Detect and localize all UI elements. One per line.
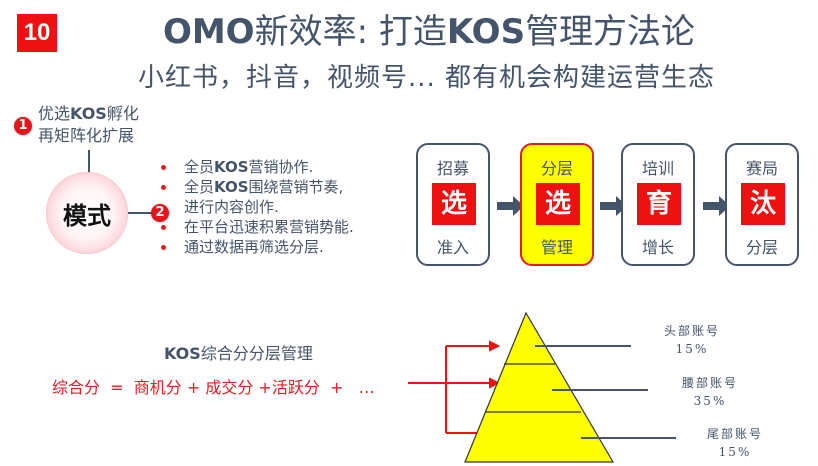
title-part: KOS: [446, 12, 526, 52]
tier-pct: 15%: [718, 445, 752, 459]
text: 进行内容创作.: [184, 198, 279, 216]
step-key-char: 选: [432, 183, 476, 225]
tier-pct: 35%: [693, 394, 727, 408]
tier-name: 腰部账号: [682, 376, 739, 390]
step-top-label: 培训: [641, 159, 674, 178]
page-subtitle: 小红书，抖音，视频号... 都有机会构建运营生态: [138, 63, 716, 93]
flow-step-training: 培训 育 增长: [621, 143, 695, 266]
branch2-bullet-list: 全员KOS营销协作. 全员KOS围绕营销节奏, 进行内容创作. 在平台迅速积累营…: [158, 157, 354, 257]
text: 营销协作.: [248, 158, 314, 176]
arrow-right-icon: [703, 196, 730, 216]
step-key-char: 汰: [741, 183, 785, 225]
bullet-item: 全员KOS围绕营销节奏,: [158, 177, 354, 197]
text: 围绕营销节奏,: [248, 178, 344, 196]
branch1-text: 优选KOS孵化 再矩阵化扩展: [38, 103, 139, 147]
bullet-dot-icon: [161, 245, 166, 250]
pyramid-diagram: [408, 311, 676, 463]
text: 再矩阵化扩展: [38, 126, 135, 145]
step-bottom-label: 分层: [745, 238, 778, 257]
step-top-label: 招募: [436, 159, 469, 178]
text: 孵化: [106, 104, 139, 123]
red-connector-arrows: [408, 340, 501, 439]
bullet-item: 全员KOS营销协作.: [158, 157, 354, 177]
title-part: 新效率: 打造: [254, 12, 447, 52]
bullet-item-continuation: 进行内容创作.: [158, 197, 354, 217]
flow-step-recruit: 招募 选 准入: [416, 143, 490, 266]
bullet-dot-icon: [161, 185, 166, 190]
title-part: 管理方法论: [525, 12, 696, 52]
text: KOS: [214, 158, 249, 176]
bullet-dot-icon: [161, 165, 166, 170]
scoring-title: KOS综合分分层管理: [164, 340, 313, 364]
text: 综合分分层管理: [200, 344, 313, 363]
connector-line: [128, 212, 152, 214]
mode-label: 模式: [63, 201, 111, 230]
step-bottom-label: 管理: [540, 238, 573, 257]
text: 在平台迅速积累营销势能.: [184, 218, 354, 236]
text: 通过数据再筛选分层.: [184, 238, 324, 256]
arrow-right-icon: [497, 196, 524, 216]
tier-label-waist: 腰部账号 35%: [682, 374, 738, 410]
step-top-label: 赛局: [745, 159, 778, 178]
text: KOS: [70, 104, 107, 123]
step-key-char: 选: [536, 183, 580, 225]
text: 全员: [184, 158, 215, 176]
step-badge-2: 2: [151, 204, 169, 222]
connector-line: [88, 150, 90, 176]
bullet-item: 通过数据再筛选分层.: [158, 237, 354, 257]
arrow-right-icon: [600, 196, 627, 216]
step-badge-1: 1: [14, 117, 32, 135]
text: KOS: [164, 344, 201, 363]
tier-label-tail: 尾部账号 15%: [707, 425, 763, 461]
step-bottom-label: 准入: [436, 238, 469, 257]
step-bottom-label: 增长: [641, 238, 674, 257]
text: KOS: [214, 178, 249, 196]
text: 优选: [38, 104, 71, 123]
step-top-label: 分层: [540, 159, 573, 178]
flow-step-elimination: 赛局 汰 分层: [725, 143, 799, 266]
tier-name: 尾部账号: [707, 427, 764, 441]
scoring-formula: 综合分 = 商机分 + 成交分 +活跃分 + …: [52, 378, 375, 397]
text: 全员: [184, 178, 215, 196]
bullet-item: 在平台迅速积累营销势能.: [158, 217, 354, 237]
pyramid-shape: [464, 311, 615, 463]
bullet-dot-icon: [161, 225, 166, 230]
tier-label-head: 头部账号 15%: [664, 322, 720, 358]
tier-pct: 15%: [675, 342, 709, 356]
page-title: OMO新效率: 打造KOS管理方法论: [0, 4, 818, 53]
step-key-char: 育: [637, 183, 681, 225]
flow-step-tiering: 分层 选 管理: [520, 143, 594, 266]
page-number-badge: 10: [17, 14, 57, 52]
mode-circle: 模式: [46, 172, 128, 254]
title-part: OMO: [162, 12, 255, 52]
tier-name: 头部账号: [664, 324, 721, 338]
